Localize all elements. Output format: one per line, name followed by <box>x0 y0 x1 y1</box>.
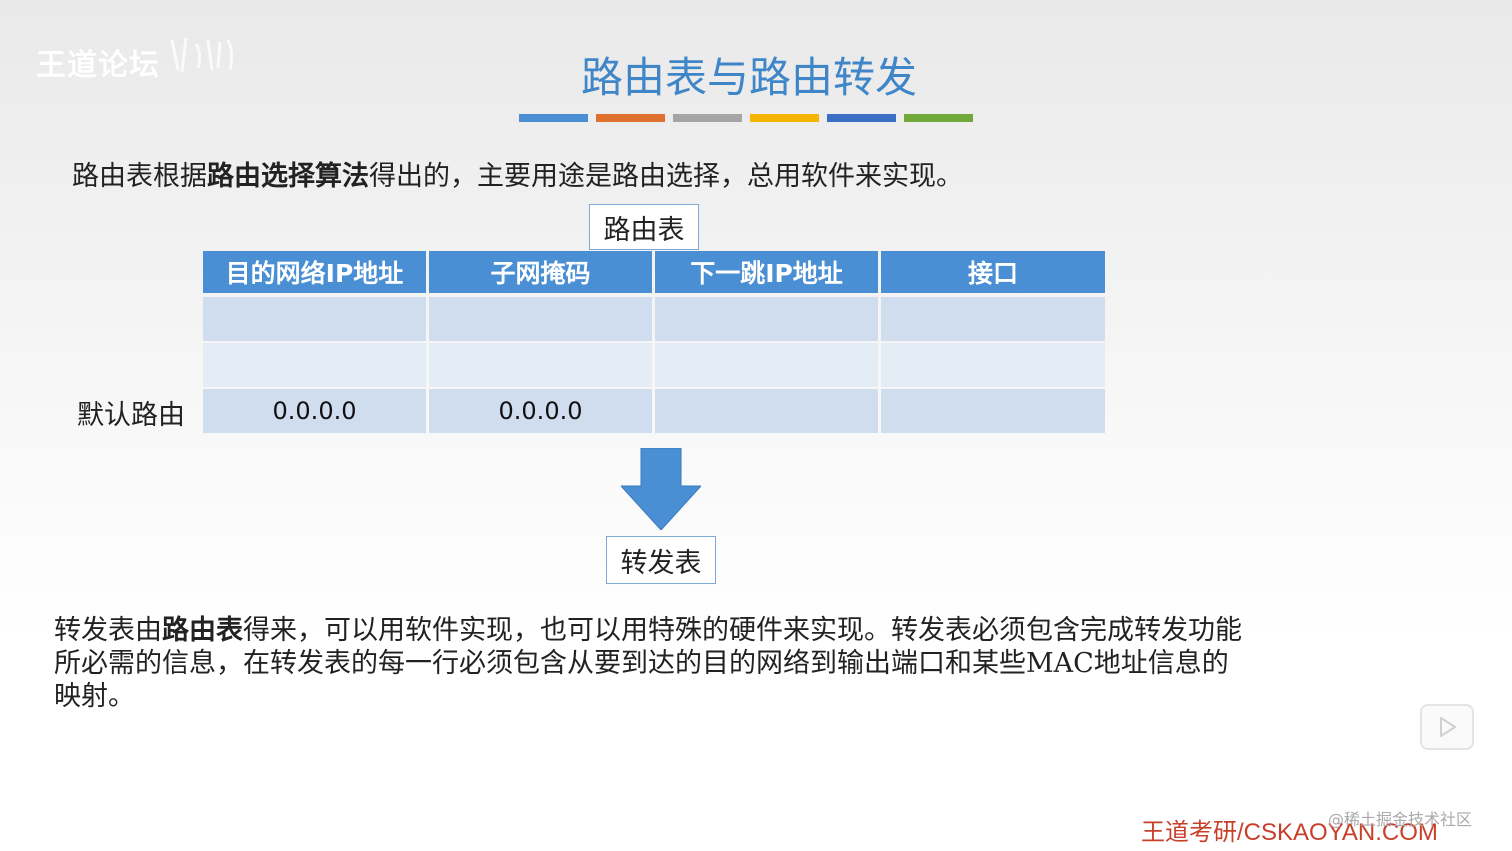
color-bar-4 <box>750 114 819 122</box>
table-cell <box>655 343 878 387</box>
forwarding-table-label: 转发表 <box>606 536 716 584</box>
title-color-bars <box>519 114 973 122</box>
table-cell <box>655 389 878 433</box>
play-icon <box>1440 717 1456 737</box>
intro-paragraph: 路由表根据路由选择算法得出的，主要用途是路由选择，总用软件来实现。 <box>72 161 963 192</box>
table-cell <box>655 297 878 341</box>
table-header-row: 目的网络IP地址 子网掩码 下一跳IP地址 接口 <box>203 251 1105 293</box>
slide-title: 路由表与路由转发 <box>580 53 917 102</box>
table-row <box>203 297 1105 341</box>
table-row <box>203 343 1105 387</box>
down-arrow-icon <box>619 447 703 531</box>
header-next-hop: 下一跳IP地址 <box>655 251 878 293</box>
table-cell <box>203 343 426 387</box>
table-cell <box>429 297 652 341</box>
table-cell <box>881 343 1105 387</box>
default-destination-cell: 0.0.0.0 <box>203 389 426 433</box>
table-cell <box>203 297 426 341</box>
play-button[interactable] <box>1420 704 1474 750</box>
header-subnet-mask: 子网掩码 <box>429 251 652 293</box>
footer-brand: 王道考研/CSKAOYAN.COM <box>1141 819 1438 846</box>
color-bar-6 <box>904 114 973 122</box>
watermark: @稀土掘金技术社区 <box>1328 810 1473 829</box>
color-bar-5 <box>827 114 896 122</box>
table-cell <box>429 343 652 387</box>
conclusion-paragraph: 转发表由路由表得来，可以用软件实现，也可以用特殊的硬件来实现。转发表必须包含完成… <box>54 615 1242 712</box>
logo-mark-icon <box>168 34 248 76</box>
default-mask-cell: 0.0.0.0 <box>429 389 652 433</box>
header-interface: 接口 <box>881 251 1105 293</box>
table-cell <box>881 297 1105 341</box>
color-bar-1 <box>519 114 588 122</box>
color-bar-2 <box>596 114 665 122</box>
default-route-row: 0.0.0.0 0.0.0.0 <box>203 389 1105 433</box>
table-cell <box>881 389 1105 433</box>
color-bar-3 <box>673 114 742 122</box>
header-destination: 目的网络IP地址 <box>203 251 426 293</box>
default-route-label: 默认路由 <box>77 400 185 431</box>
logo: 王道论坛 <box>36 48 160 83</box>
routing-table-label: 路由表 <box>589 204 699 250</box>
routing-table: 目的网络IP地址 子网掩码 下一跳IP地址 接口 0.0.0.0 0.0.0.0 <box>203 251 1105 435</box>
